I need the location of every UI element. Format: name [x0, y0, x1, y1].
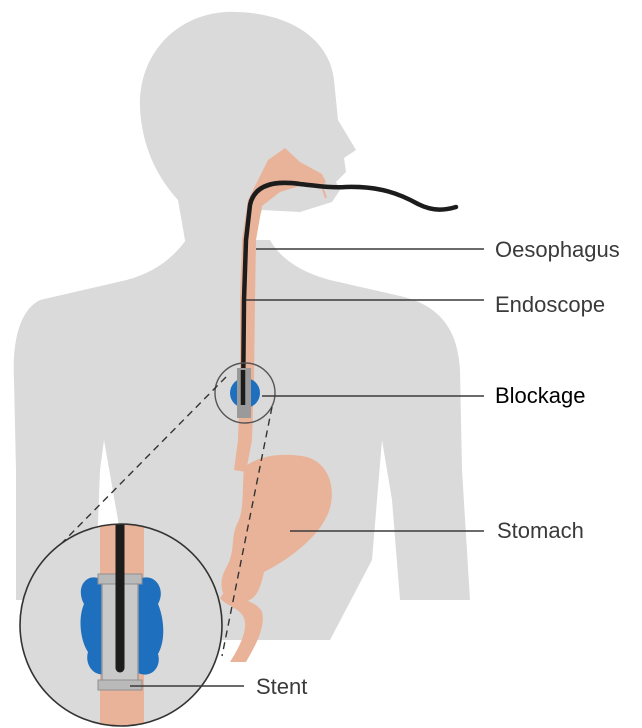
endoscope-label: Endoscope	[495, 292, 605, 317]
oesophagus-label: Oesophagus	[495, 237, 620, 262]
stent-label: Stent	[256, 674, 307, 699]
blockage-label: Blockage	[495, 383, 586, 408]
stomach-label: Stomach	[497, 518, 584, 543]
inset-stent-bottom-ring	[98, 680, 142, 690]
